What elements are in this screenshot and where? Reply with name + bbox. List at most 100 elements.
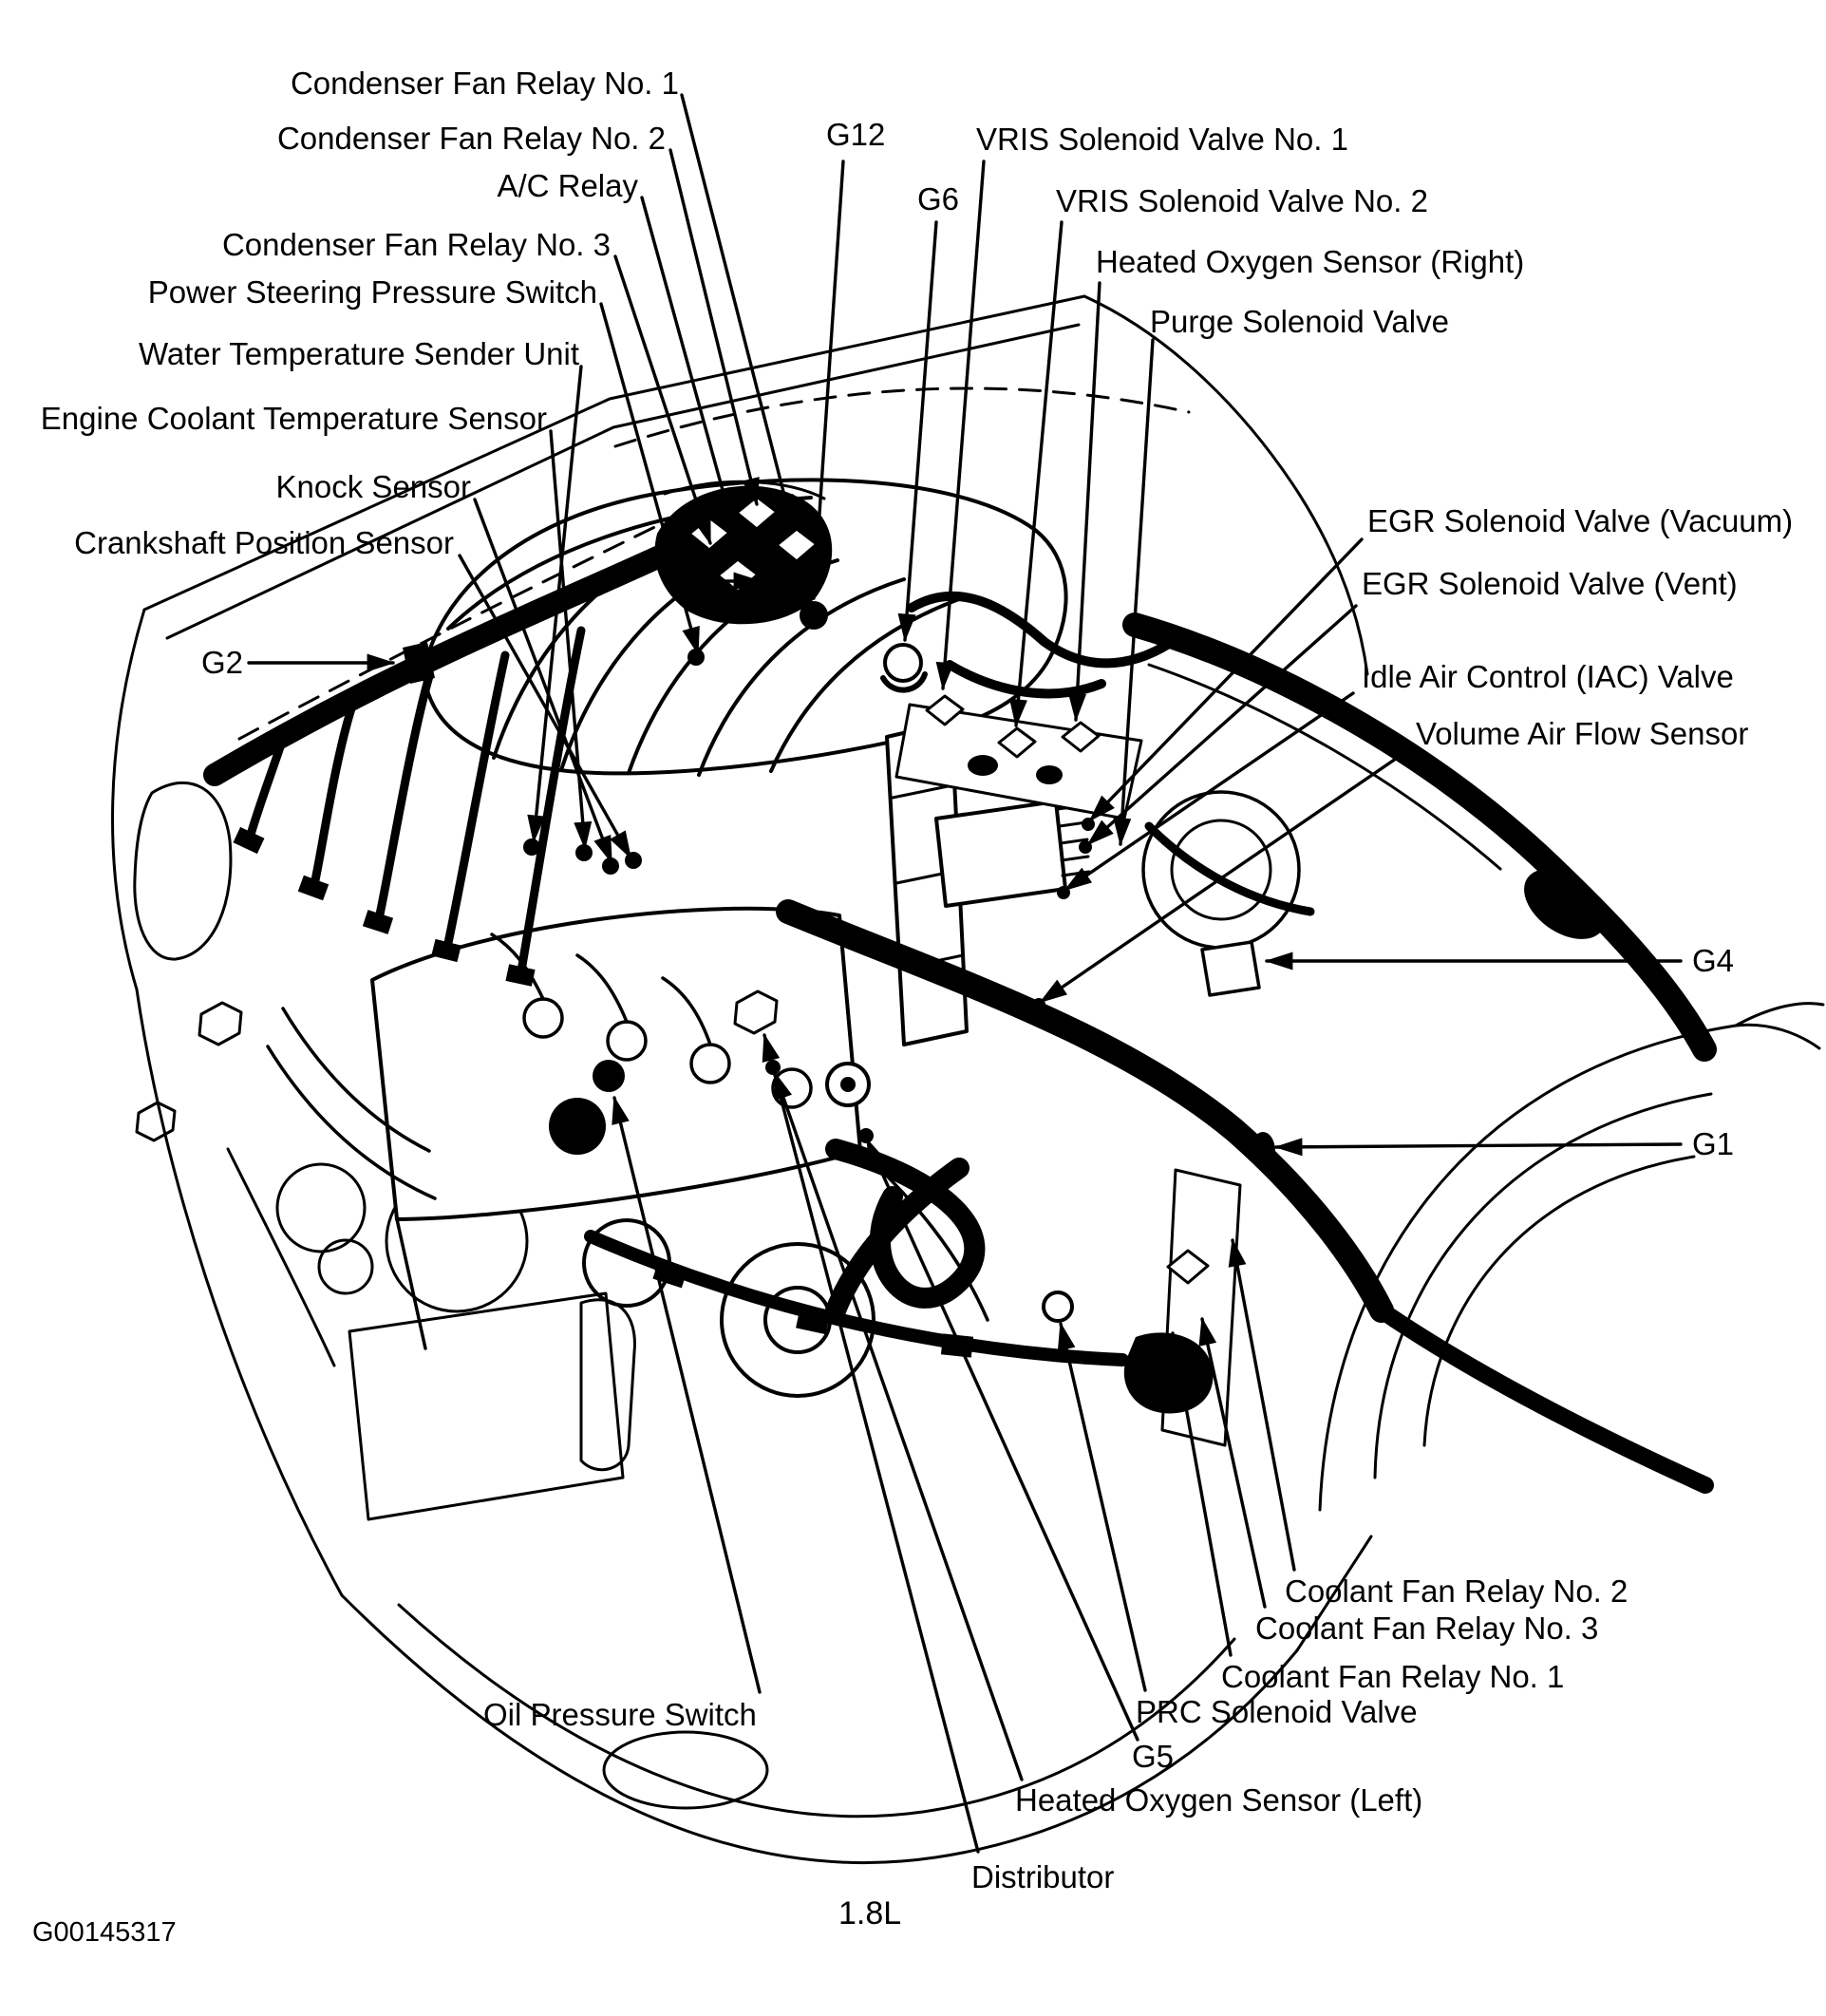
label-idle-air-control-iac-valve: Idle Air Control (IAC) Valve (1362, 659, 1734, 694)
leader-purge-solenoid-valve (1113, 338, 1155, 847)
lamp-pivot (317, 1238, 374, 1295)
label-crankshaft-position-sensor: Crankshaft Position Sensor (74, 525, 454, 560)
label-g6: G6 (917, 181, 960, 217)
label-knock-sensor: Knock Sensor (275, 469, 471, 504)
exhaust-manifold-lines (266, 1007, 437, 1200)
belt-cross-1 (825, 1139, 986, 1309)
iac-egr-bracket (934, 800, 1067, 908)
front-bumper-outer (340, 1593, 1299, 1865)
leader-coolant-fan-relay-no-3 (1198, 1316, 1267, 1609)
leader-egr-solenoid-valve-vacuum (1088, 537, 1364, 822)
small-cube-left-upper (198, 1001, 243, 1046)
solenoid-blob-2 (1036, 765, 1063, 784)
label-condenser-fan-relay-no-3: Condenser Fan Relay No. 3 (221, 227, 611, 262)
harness-band-center (776, 899, 1394, 1323)
figure-code: G00145317 (32, 1917, 177, 1948)
leader-coolant-fan-relay-no-1 (1168, 1330, 1233, 1657)
label-egr-solenoid-valve-vacuum: EGR Solenoid Valve (Vacuum) (1367, 503, 1794, 538)
label-coolant-fan-relay-no-1: Coolant Fan Relay No. 1 (1221, 1659, 1565, 1694)
distributor-center (840, 1077, 856, 1092)
front-bumper-inner (397, 1603, 1236, 1818)
harness-band-right (1122, 612, 1717, 1062)
lamp-motor (275, 1162, 367, 1253)
grille-panel (348, 1291, 625, 1521)
leader-oil-pressure-switch (612, 1095, 762, 1694)
g6-grommet (883, 643, 923, 683)
left-lower-body (135, 988, 344, 1597)
label-heated-oxygen-sensor-right: Heated Oxygen Sensor (Right) (1096, 244, 1525, 279)
leader-vris-solenoid-valve-no-1 (935, 160, 986, 691)
solenoid-cubes (925, 694, 1101, 759)
booster-wire (1144, 821, 1315, 916)
solenoid-blob-1 (968, 755, 998, 776)
branch-connectors (233, 826, 536, 987)
harness-tangle-right (907, 591, 1182, 699)
g1-ground-point (1251, 1132, 1275, 1170)
intake-runner-5 (769, 594, 969, 773)
label-egr-solenoid-valve-vent: EGR Solenoid Valve (Vent) (1362, 566, 1738, 601)
leader-idle-air-control-iac-valve (1064, 691, 1355, 892)
leader-heated-oxygen-sensor-right (1068, 281, 1101, 723)
corrugated-duct-end (1524, 869, 1606, 939)
coolant-relay-blob (1123, 1332, 1214, 1414)
label-coolant-fan-relay-no-2: Coolant Fan Relay No. 2 (1285, 1573, 1628, 1609)
leader-water-temperature-sender-unit (527, 365, 583, 844)
left-fender-edge (111, 608, 146, 991)
tire-inner (1422, 1155, 1696, 1447)
label-distributor: Distributor (971, 1859, 1115, 1894)
sill-band (1373, 1302, 1714, 1494)
crank-pulley-outer (720, 1242, 875, 1398)
coolant-relay-cube (1166, 1249, 1210, 1285)
label-ac-relay: A/C Relay (497, 168, 638, 203)
right-body-line (1734, 1002, 1825, 1027)
leader-g6 (897, 220, 938, 643)
hood-dashed-line-left (237, 518, 670, 741)
leader-ac-relay (640, 196, 735, 531)
hood-dashed-line-top (613, 386, 1191, 448)
leader-egr-solenoid-valve-vent (1086, 604, 1358, 846)
booster-outer (1141, 790, 1301, 950)
leader-g5 (865, 1138, 1139, 1742)
left-headlamp-housing (133, 782, 233, 961)
leader-g12 (806, 160, 845, 601)
rocker-line (1295, 1535, 1373, 1652)
leader-prc-solenoid-valve (1057, 1321, 1147, 1692)
label-condenser-fan-relay-no-1: Condenser Fan Relay No. 1 (290, 66, 679, 101)
harness-edge-line (1147, 663, 1502, 871)
fog-lamp-opening (602, 1730, 769, 1810)
cowl-edge-outer (142, 294, 1086, 612)
cowl-edge-inner (165, 323, 1081, 640)
prc-port-ring (1042, 1291, 1074, 1323)
bottom-connectors (652, 1258, 974, 1358)
booster-inner (1170, 819, 1272, 921)
label-coolant-fan-relay-no-3: Coolant Fan Relay No. 3 (1255, 1611, 1599, 1646)
label-g5: G5 (1132, 1739, 1175, 1774)
label-engine-coolant-temperature-sensor: Engine Coolant Temperature Sensor (40, 401, 547, 436)
harness-branches-left (244, 626, 586, 981)
leader-vris-solenoid-valve-no-2 (1009, 220, 1064, 728)
label-power-steering-pressure-switch: Power Steering Pressure Switch (147, 274, 597, 310)
label-g4: G4 (1692, 943, 1735, 978)
label-vris-solenoid-valve-no-1: VRIS Solenoid Valve No. 1 (976, 122, 1348, 157)
right-cowl-corner (1082, 294, 1369, 676)
label-g2: G2 (201, 645, 244, 680)
car-body-outline (111, 294, 1825, 1865)
label-vris-solenoid-valve-no-2: VRIS Solenoid Valve No. 2 (1056, 183, 1428, 218)
oil-filter (549, 1098, 606, 1155)
g2-connector (403, 642, 435, 684)
leader-condenser-fan-relay-no-2 (668, 148, 760, 507)
distributor-cube (733, 989, 779, 1035)
label-oil-pressure-switch: Oil Pressure Switch (483, 1697, 757, 1732)
spark-plug-4 (771, 1067, 813, 1109)
leader-condenser-fan-relay-no-3 (613, 254, 712, 546)
label-g12: G12 (826, 117, 886, 152)
g6-shadow (880, 671, 928, 693)
label-g1: G1 (1692, 1126, 1735, 1161)
leader-heated-oxygen-sensor-left (773, 1071, 1024, 1781)
tire-outer (1373, 1092, 1713, 1479)
leader-coolant-fan-relay-no-2 (1228, 1237, 1296, 1572)
leader-knock-sensor (473, 498, 613, 864)
belt-cross-2 (825, 1158, 969, 1321)
